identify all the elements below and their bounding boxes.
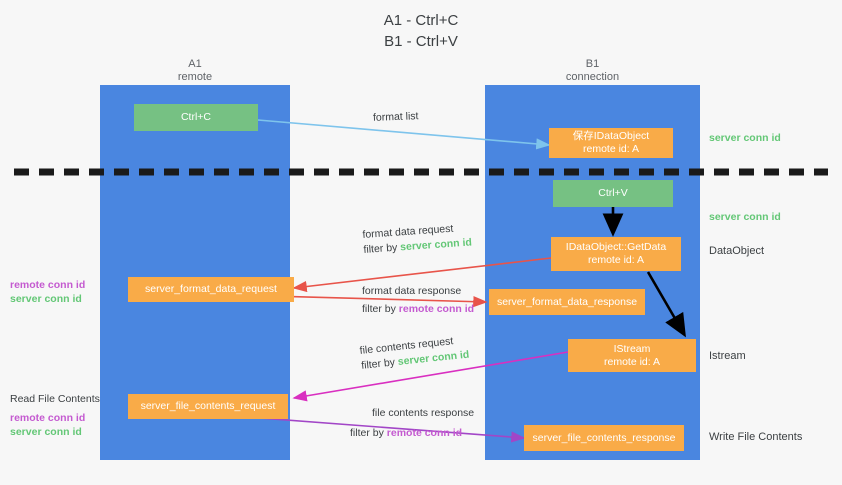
caption-format-data-response-line2: filter by remote conn id (362, 302, 474, 317)
column-header-b1: B1 connection (485, 58, 700, 84)
caption-fdr-value: server conn id (399, 236, 473, 254)
title-line-2: B1 - Ctrl+V (384, 33, 458, 50)
label-server-conn-id-left-1: server conn id (10, 293, 82, 305)
label-conn-ids-file: remote conn id server conn id (10, 411, 100, 439)
label-write-file-contents: Write File Contents (709, 431, 803, 443)
label-read-file-contents-group: Read File Contents (10, 392, 102, 406)
title-line-1: A1 - Ctrl+C (383, 12, 459, 29)
column-b1-name: B1 (585, 58, 600, 70)
caption-fcres-prefix: filter by (350, 427, 387, 439)
caption-format-data-response-line1: format data response (362, 285, 462, 297)
caption-file-contents-request: file contents request filter by server c… (359, 333, 470, 374)
column-a1-name: A1 (188, 58, 202, 70)
box-server-file-contents-request[interactable]: server_file_contents_request (128, 394, 288, 419)
page-title: A1 - Ctrl+C B1 - Ctrl+V (0, 10, 842, 52)
column-a1-sub: remote (177, 71, 213, 83)
box-ctrl-v[interactable]: Ctrl+V (553, 180, 673, 207)
box-getdata-sub: remote id: A (587, 254, 645, 266)
caption-fdres-prefix: filter by (362, 303, 399, 315)
column-header-a1: A1 remote (100, 58, 290, 84)
label-server-conn-id-mid-text: server conn id (709, 211, 781, 223)
caption-fdr-prefix: filter by (363, 241, 401, 256)
caption-fdres-value: remote conn id (398, 303, 475, 315)
box-istream[interactable]: IStream remote id: A (568, 339, 696, 372)
box-ctrl-c-label: Ctrl+C (180, 111, 212, 123)
box-istream-label: IStream (613, 342, 651, 355)
column-b1-sub: connection (565, 71, 620, 83)
box-ctrl-c[interactable]: Ctrl+C (134, 104, 258, 131)
label-istream: Istream (709, 350, 746, 362)
caption-file-contents-response-line2: filter by remote conn id (350, 426, 474, 441)
label-server-conn-id-top: server conn id (709, 131, 781, 145)
caption-fcr-prefix: filter by (360, 356, 399, 372)
box-server-format-data-request-label: server_format_data_request (145, 283, 277, 295)
box-save-idataobject-label: 保存IDataObject (572, 130, 650, 142)
caption-fcres-value: remote conn id (386, 427, 463, 439)
caption-file-contents-response-line1: file contents response (372, 407, 475, 419)
caption-format-data-request: format data request filter by server con… (362, 220, 472, 257)
box-server-file-contents-response-label: server_file_contents_response (532, 431, 676, 444)
label-remote-conn-id-2: remote conn id (10, 412, 86, 424)
caption-file-contents-response: file contents response filter by remote … (350, 406, 475, 441)
caption-format-list: format list (372, 110, 419, 124)
box-save-idataobject-sub: remote id: A (582, 143, 640, 155)
box-server-format-data-response-label: server_format_data_response (496, 295, 638, 308)
box-istream-sub: remote id: A (603, 355, 661, 368)
label-dataobject: DataObject (709, 245, 765, 257)
box-server-file-contents-response[interactable]: server_file_contents_response (524, 425, 684, 451)
box-server-format-data-request[interactable]: server_format_data_request (128, 277, 294, 302)
label-server-conn-id-top-text: server conn id (709, 132, 781, 144)
label-remote-conn-id-1: remote conn id (10, 279, 86, 291)
box-server-format-data-response[interactable]: server_format_data_response (489, 289, 645, 315)
box-getdata[interactable]: IDataObject::GetData remote id: A (551, 237, 681, 271)
box-getdata-label: IDataObject::GetData (565, 241, 667, 253)
box-save-idataobject[interactable]: 保存IDataObject remote id: A (549, 128, 673, 158)
box-server-file-contents-request-label: server_file_contents_request (140, 400, 276, 412)
caption-format-data-response: format data response filter by remote co… (362, 284, 474, 317)
box-ctrl-v-label: Ctrl+V (598, 187, 628, 199)
label-server-conn-id-left-2: server conn id (10, 426, 82, 438)
label-server-conn-id-mid: server conn id (709, 210, 781, 224)
label-read-file-contents: Read File Contents (10, 393, 100, 405)
label-conn-ids-format: remote conn id server conn id (10, 278, 100, 306)
